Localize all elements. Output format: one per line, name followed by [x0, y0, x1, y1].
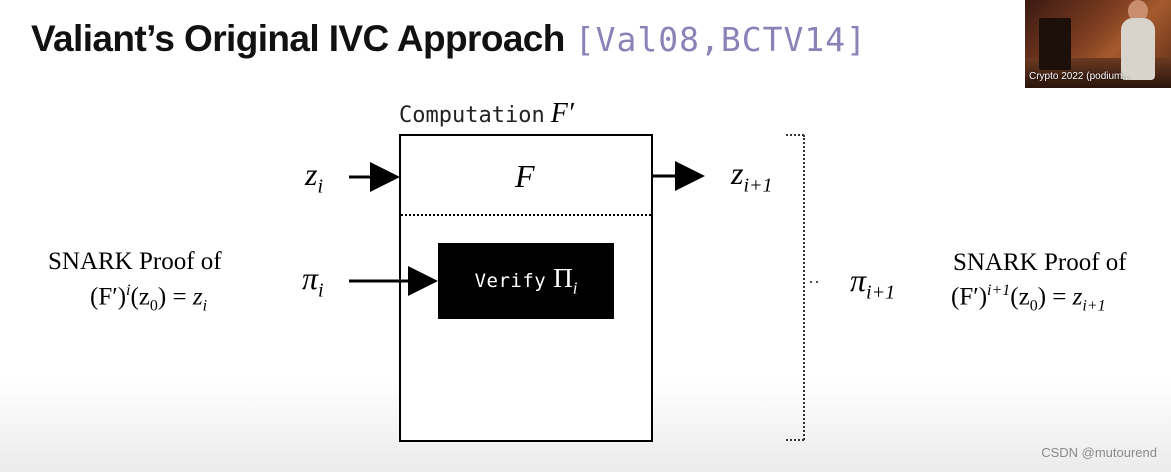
output-z-base: z — [731, 155, 744, 191]
title-citation: [Val08,BCTV14] — [574, 20, 867, 59]
video-speaker-body — [1121, 18, 1155, 80]
bracket-vertical — [803, 135, 805, 440]
left-formula-open: (F′) — [90, 283, 127, 311]
computation-label-math: F′ — [550, 98, 574, 129]
input-z-base: z — [305, 156, 318, 192]
input-pi-subscript: i — [318, 279, 324, 302]
left-formula-result-sub: i — [202, 297, 208, 315]
verify-symbol-subscript: i — [572, 278, 578, 298]
left-formula-arg-sub: 0 — [149, 297, 158, 315]
verify-box: Verify Πi — [438, 243, 614, 319]
output-pi-subscript: i+1 — [866, 281, 896, 304]
right-formula-result: z — [1072, 283, 1083, 311]
video-speaker-head — [1128, 0, 1148, 22]
left-formula-arg: (z — [130, 283, 150, 311]
input-pi-label: πi — [302, 260, 324, 302]
slide-title: Valiant’s Original IVC Approach[Val08,BC… — [31, 18, 867, 60]
input-pi-base: π — [302, 260, 319, 296]
right-formula-arg-sub: 0 — [1029, 297, 1038, 315]
output-pi-base: π — [850, 262, 867, 298]
output-z-label: zi+1 — [731, 155, 773, 197]
bracket-bottom — [786, 439, 804, 441]
title-text: Valiant’s Original IVC Approach — [31, 18, 565, 59]
verify-label: Verify — [474, 270, 547, 292]
left-formula-close: ) = — [157, 283, 193, 311]
right-formula-sup: i+1 — [987, 282, 1011, 299]
right-formula-arg: (z — [1010, 283, 1030, 311]
video-podium — [1039, 18, 1071, 70]
computation-box-divider — [401, 214, 651, 216]
bracket-dots: ·· — [808, 271, 820, 291]
speaker-video-thumbnail[interactable]: Crypto 2022 (podium... — [1025, 0, 1171, 88]
watermark: CSDN @mutourend — [1041, 445, 1157, 460]
left-snark-formula: (F′)i(z0) = zi — [90, 282, 207, 315]
right-snark-label: SNARK Proof of — [953, 249, 1127, 276]
computation-label-text: Computation — [399, 103, 545, 128]
inner-function-label: F — [515, 158, 535, 194]
input-z-subscript: i — [317, 175, 324, 198]
output-pi-label: πi+1 — [850, 262, 895, 304]
right-snark-formula: (F′)i+1(z0) = zi+1 — [951, 282, 1106, 315]
left-formula-result: z — [192, 283, 203, 311]
right-formula-result-sub: i+1 — [1082, 297, 1106, 315]
verify-symbol-base: Π — [553, 263, 573, 294]
bracket-top — [786, 134, 804, 136]
right-formula-close: ) = — [1037, 283, 1073, 311]
input-z-label: zi — [305, 156, 323, 198]
left-formula-sup: i — [126, 282, 131, 299]
right-formula-open: (F′) — [951, 283, 988, 311]
left-snark-label: SNARK Proof of — [48, 248, 222, 275]
output-z-subscript: i+1 — [743, 174, 773, 197]
video-caption: Crypto 2022 (podium... — [1029, 71, 1131, 82]
verify-symbol: Πi — [553, 263, 577, 298]
